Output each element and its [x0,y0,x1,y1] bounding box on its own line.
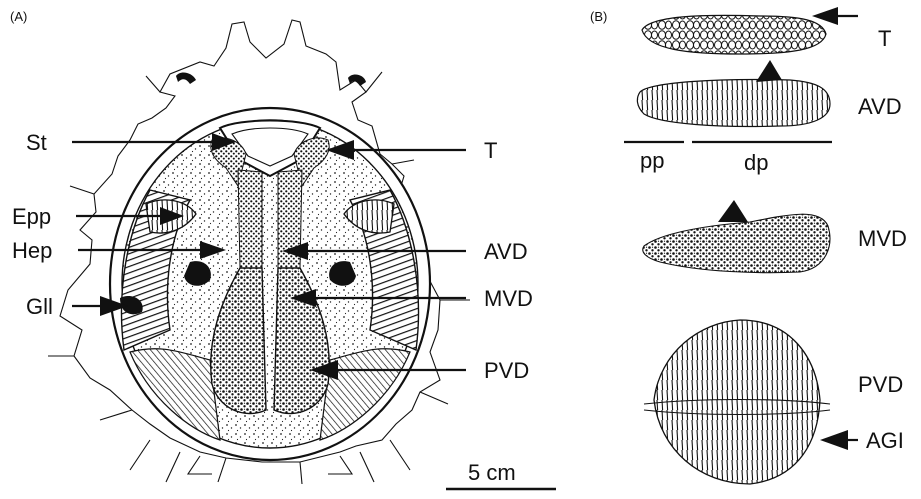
b-agi-arrowhead [820,430,848,450]
b-label-pvd: PVD [858,372,903,397]
label-gll: Gll [26,294,53,319]
testis-strip [642,15,826,54]
panel-b-letter: (B) [590,9,607,24]
b-label-agi: AGI [866,428,904,453]
b-label-mvd: MVD [858,226,907,251]
b-mvd-arrowhead [718,200,748,222]
avd-strip [637,80,830,127]
mvd-strip [643,214,830,272]
b-label-t: T [878,26,891,51]
label-avd: AVD [484,239,528,264]
pvd-oval [654,320,820,484]
segment-dp: dp [744,150,768,175]
label-pvd: PVD [484,358,529,383]
segment-pp: pp [640,148,664,173]
b-label-avd: AVD [858,94,902,119]
label-hep: Hep [12,238,52,263]
left-sclerite [176,73,196,84]
label-t: T [484,138,497,163]
b-t-arrowhead [812,7,838,25]
label-epp: Epp [12,204,51,229]
right-sclerite [348,75,366,86]
scale-bar-label: 5 cm [468,460,516,485]
left-anterior-vd [238,170,262,268]
b-avd-arrowhead [756,60,782,82]
label-mvd: MVD [484,286,533,311]
label-st: St [26,130,47,155]
panel-a-letter: (A) [10,9,27,24]
